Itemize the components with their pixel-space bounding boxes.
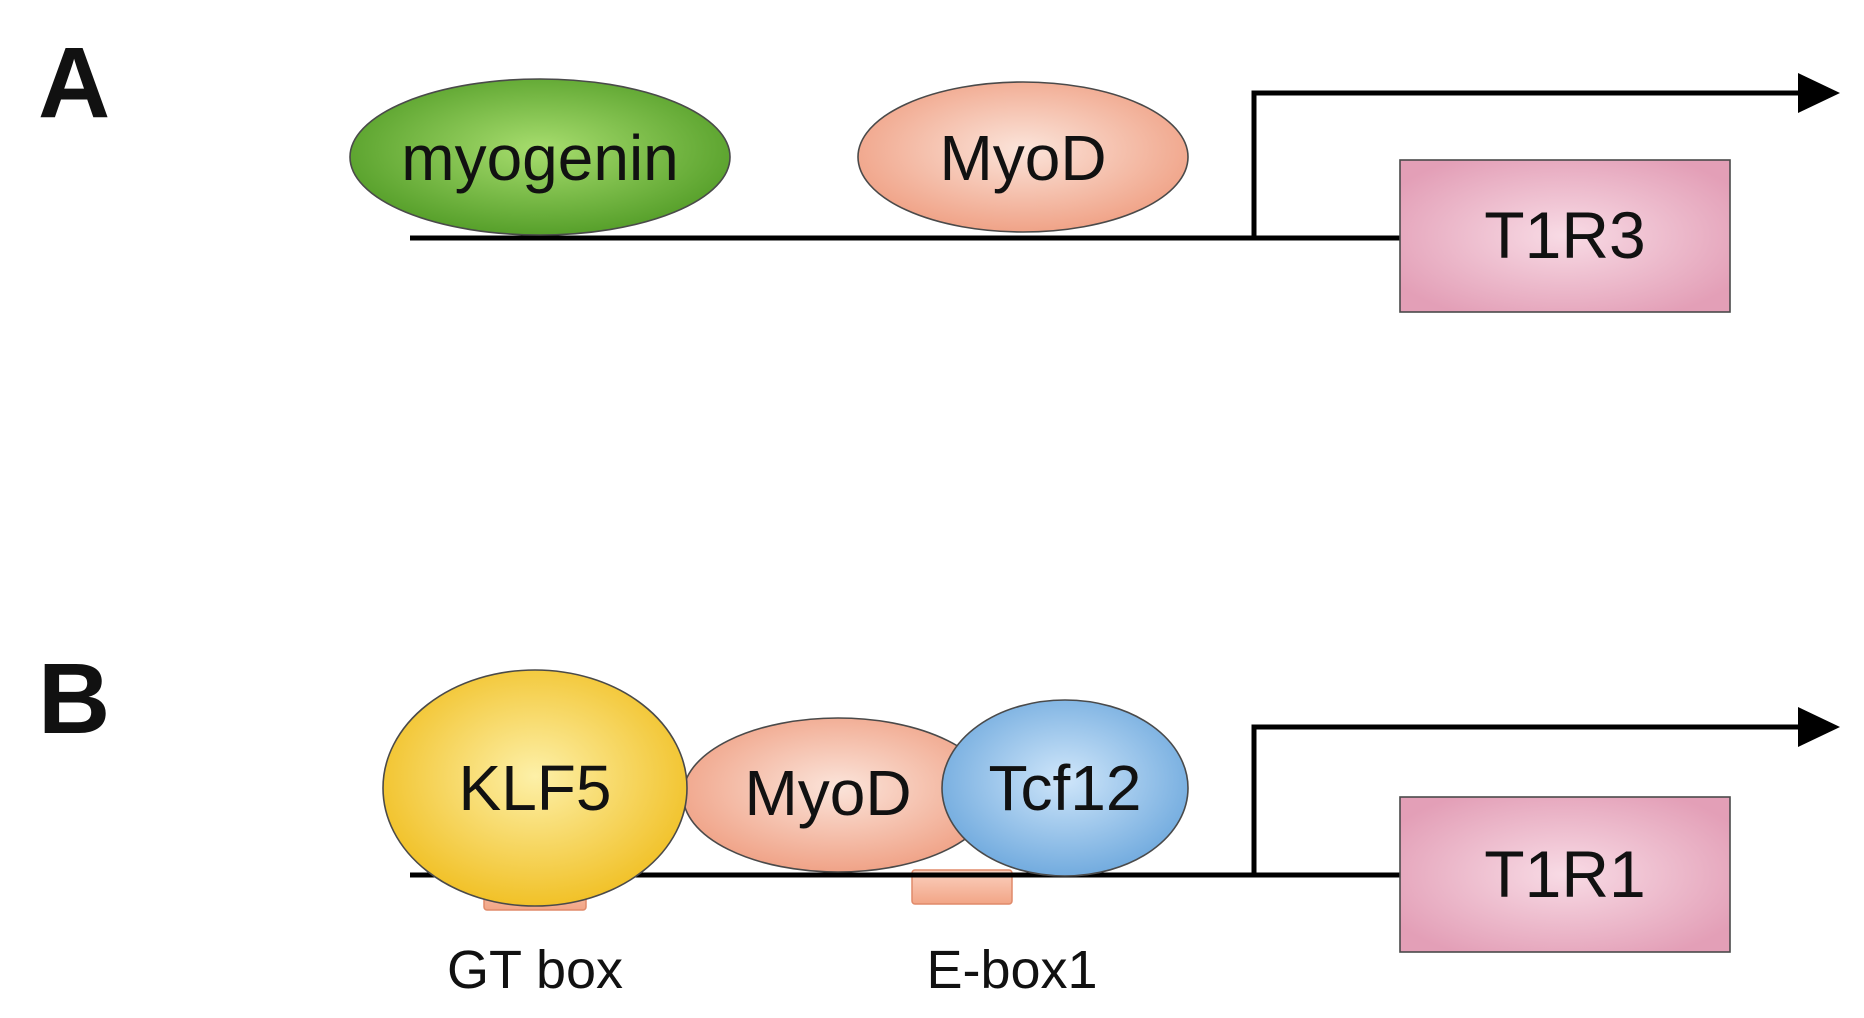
factor-myod-a: MyoD — [857, 81, 1189, 233]
panel-a: A myogenin MyoD T1R3 — [38, 27, 1840, 313]
transcription-start-arrow-b — [1251, 707, 1840, 875]
gene-t1r1-label: T1R1 — [1484, 837, 1645, 911]
factor-myod-b-label: MyoD — [744, 757, 911, 829]
factor-myod-a-label: MyoD — [939, 122, 1106, 194]
factor-tcf12: Tcf12 — [941, 699, 1189, 877]
factor-klf5-label: KLF5 — [459, 752, 612, 824]
factor-tcf12-label: Tcf12 — [989, 752, 1142, 824]
gt-box-label: GT box — [447, 940, 623, 1000]
gene-t1r3: T1R3 — [1399, 159, 1731, 313]
e-box1-site — [911, 869, 1013, 905]
panel-letter-b: B — [38, 643, 110, 755]
transcription-start-arrow-a — [1251, 73, 1840, 238]
factor-klf5: KLF5 — [382, 669, 688, 907]
gene-t1r3-label: T1R3 — [1484, 198, 1645, 272]
panel-b: B MyoD KLF5 Tcf12 T1R1 — [38, 643, 1840, 1000]
panel-letter-a: A — [38, 27, 110, 139]
factor-myogenin-label: myogenin — [401, 122, 679, 194]
gene-t1r1: T1R1 — [1399, 796, 1731, 953]
e-box1-label: E-box1 — [926, 940, 1097, 1000]
factor-myogenin: myogenin — [349, 78, 731, 236]
